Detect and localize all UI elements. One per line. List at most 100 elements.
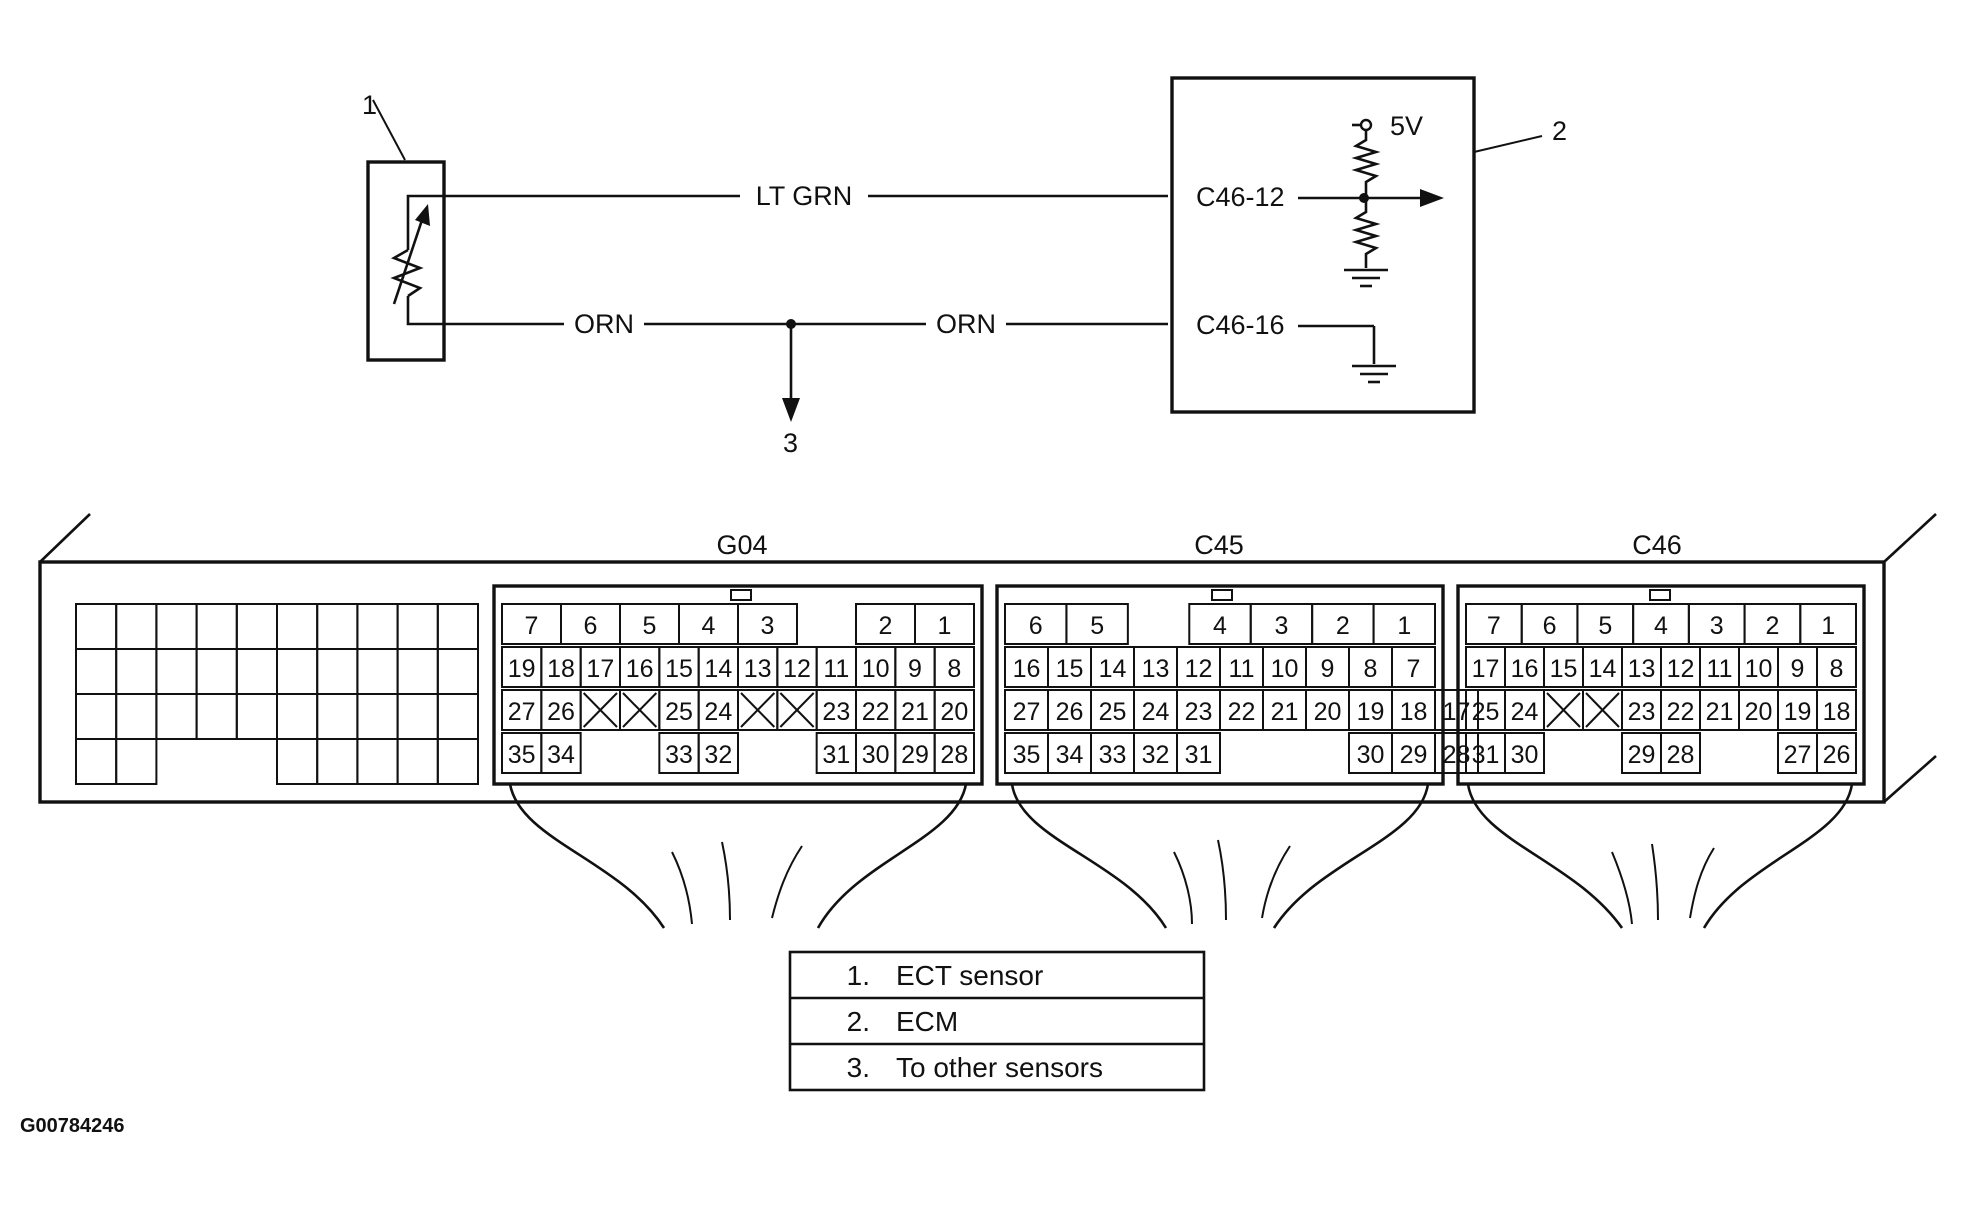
blank-terminal-cell: [316, 603, 359, 650]
wires: LT GRN ORN ORN 3: [444, 181, 1168, 458]
blank-terminal-cell: [235, 648, 279, 695]
pin-number: 9: [1321, 655, 1335, 683]
blank-terminal-cell: [155, 693, 198, 740]
pin-number: 15: [1056, 655, 1084, 683]
legend-row: 3. To other sensors: [847, 1052, 1103, 1083]
blank-terminal-cell: [115, 603, 158, 650]
bias-resistor: [1351, 198, 1381, 268]
connector-g04: [492, 584, 984, 786]
pin-number: 5: [1598, 612, 1612, 640]
blank-terminal-cell: [155, 603, 198, 650]
locking-tab: [730, 589, 752, 601]
blank-terminal-cell: [276, 693, 319, 740]
pin-number: 32: [1142, 741, 1170, 769]
callout-2: 2: [1552, 116, 1567, 146]
locking-tab: [1211, 589, 1233, 601]
pin-number: 11: [1229, 655, 1255, 683]
pin-cell: [1176, 732, 1221, 774]
pin-number: 22: [862, 698, 890, 726]
pin-number: 1: [938, 612, 952, 640]
pin-number: 29: [1400, 741, 1428, 769]
pin-number: 31: [822, 741, 850, 769]
pin-number: 24: [704, 698, 732, 726]
thermistor-arrow-icon: [415, 204, 430, 226]
connector-label-c46: C46: [1632, 530, 1682, 560]
pin-number: 16: [626, 655, 654, 683]
ecm-junction: [1359, 193, 1369, 203]
pin-number: 4: [1654, 612, 1668, 640]
wire-label-orn-left: ORN: [574, 309, 634, 339]
pin-number: 31: [1472, 741, 1500, 769]
pin-number: 14: [1099, 655, 1127, 683]
pin-cell: [933, 732, 976, 774]
pin-number: 35: [1013, 741, 1041, 769]
supply-terminal-icon: [1359, 118, 1373, 132]
pin-c46-12: C46-12: [1196, 182, 1285, 212]
pin-number: 2: [1765, 612, 1779, 640]
pin-number: 13: [744, 655, 772, 683]
blank-terminal-cell: [356, 738, 399, 785]
blank-terminal-cell: [195, 603, 238, 650]
pin-number: 20: [1745, 698, 1773, 726]
pin-number: 23: [822, 698, 850, 726]
pin-cell: [1065, 603, 1129, 645]
pin-number: 18: [547, 655, 575, 683]
pin-number: 27: [1784, 741, 1812, 769]
signal-arrow-icon: [1420, 189, 1444, 207]
blank-terminal-cell: [276, 603, 319, 650]
blank-terminal-cell: [436, 603, 479, 650]
pin-number: 5: [643, 612, 657, 640]
legend-num: 3.: [847, 1052, 870, 1083]
pin-cell: [1434, 689, 1479, 731]
connector-c46: [1456, 584, 1866, 786]
pin-cell: [933, 646, 976, 688]
pin-number: 15: [1550, 655, 1578, 683]
pin-number: 21: [1271, 698, 1299, 726]
pin-number: 29: [1628, 741, 1656, 769]
legend-num: 2.: [847, 1006, 870, 1037]
pin-cell: [1816, 732, 1857, 774]
pin-number: 20: [940, 698, 968, 726]
pin-number: 26: [1823, 741, 1851, 769]
blank-terminal-block: [75, 603, 479, 785]
pin-number: 12: [783, 655, 811, 683]
blank-terminal-cell: [356, 693, 399, 740]
blank-terminal-cell: [276, 738, 319, 785]
blank-terminal-cell: [155, 648, 198, 695]
pin-cell: [1434, 732, 1479, 774]
pin-number: 17: [1472, 655, 1500, 683]
connector-outlines: [492, 584, 1866, 786]
pin-number: 29: [901, 741, 929, 769]
pin-number: 18: [1823, 698, 1851, 726]
pin-number: 7: [1407, 655, 1421, 683]
blank-terminal-cell: [115, 738, 158, 785]
pin-cell: [1504, 732, 1545, 774]
callout-3: 3: [783, 428, 798, 458]
blank-terminal-cell: [396, 738, 439, 785]
pin-number: 25: [665, 698, 693, 726]
pin-cell: [697, 732, 740, 774]
connector-label-g04: G04: [716, 530, 767, 560]
pin-cell: [1816, 689, 1857, 731]
blank-terminal-cell: [75, 603, 118, 650]
pin-number: 14: [704, 655, 732, 683]
pin-number: 24: [1511, 698, 1539, 726]
blank-terminal-cell: [356, 648, 399, 695]
pin-number: 30: [862, 741, 890, 769]
pin-number: 34: [1056, 741, 1084, 769]
pin-number: 22: [1228, 698, 1256, 726]
pin-number: 7: [1487, 612, 1501, 640]
pin-number: 23: [1628, 698, 1656, 726]
blank-cross: [740, 692, 776, 728]
pin-number: 21: [901, 698, 929, 726]
connector-c45: [995, 584, 1445, 786]
pin-number: 1: [1821, 612, 1835, 640]
pin-number: 31: [1185, 741, 1213, 769]
blank-terminal-cell: [356, 603, 399, 650]
connector-label-c45: C45: [1194, 530, 1244, 560]
blank-terminal-cell: [195, 693, 238, 740]
ect-sensor: 1: [362, 90, 446, 362]
